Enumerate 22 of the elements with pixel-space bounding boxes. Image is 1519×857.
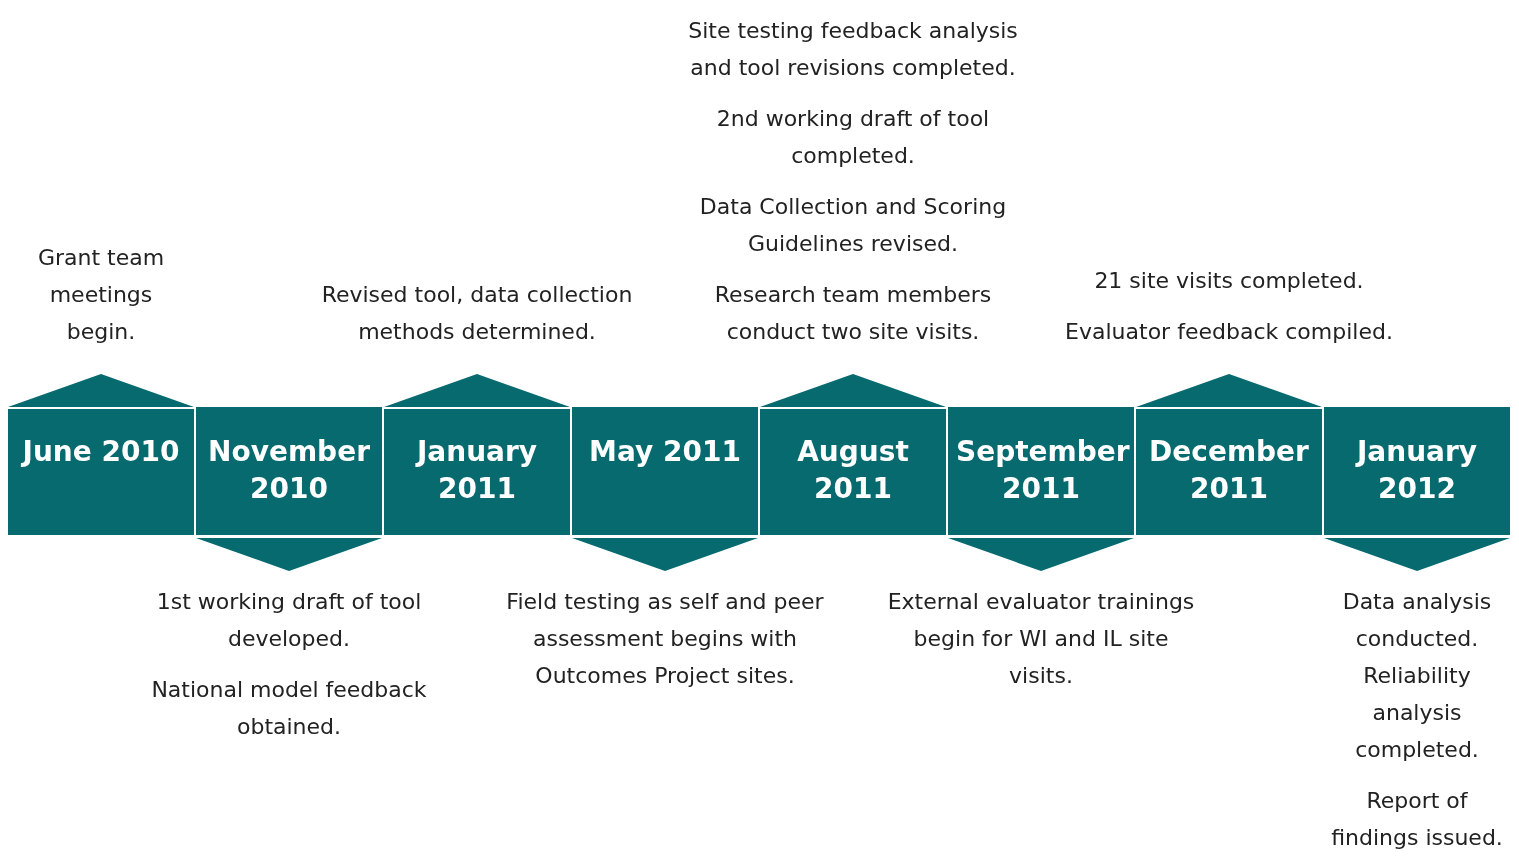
date-label: June 2010 <box>20 434 181 470</box>
milestone-note: 2nd working draft of tool completed. <box>715 105 991 170</box>
milestone-note: Evaluator feedback compiled. <box>1065 318 1393 346</box>
milestone-note: Grant team meetings begin. <box>36 244 166 346</box>
date-label: May 2011 <box>588 434 742 470</box>
milestone-note: Data Collection and Scoring Guidelines revised. <box>698 193 1008 258</box>
milestone-note: Report of findings issued. <box>1330 787 1504 852</box>
milestone-note: Data analysis conducted. Reliability analysis completed. <box>1341 588 1493 764</box>
milestone-note: Revised tool, data collection methods determined. <box>320 281 634 346</box>
date-label: November 2010 <box>207 434 371 507</box>
date-label: December 2011 <box>1148 434 1310 507</box>
milestone-note: Site testing feedback analysis and tool revisions completed. <box>687 17 1019 82</box>
milestone-note: Research team members conduct two site visits. <box>713 281 993 346</box>
date-label: September 2011 <box>955 434 1131 507</box>
milestone-note: Field testing as self and peer assessment begins with Outcomes Project sites. <box>505 588 825 690</box>
date-label: January 2012 <box>1354 434 1479 507</box>
milestone-note: National model feedback obtained. <box>150 676 428 741</box>
date-label: August 2011 <box>796 434 910 507</box>
milestone-note: External evaluator trainings begin for WI and IL site visits. <box>886 588 1196 690</box>
milestone-note: 21 site visits completed. <box>1094 267 1364 295</box>
date-label: January 2011 <box>414 434 539 507</box>
milestone-note: 1st working draft of tool developed. <box>155 588 423 653</box>
